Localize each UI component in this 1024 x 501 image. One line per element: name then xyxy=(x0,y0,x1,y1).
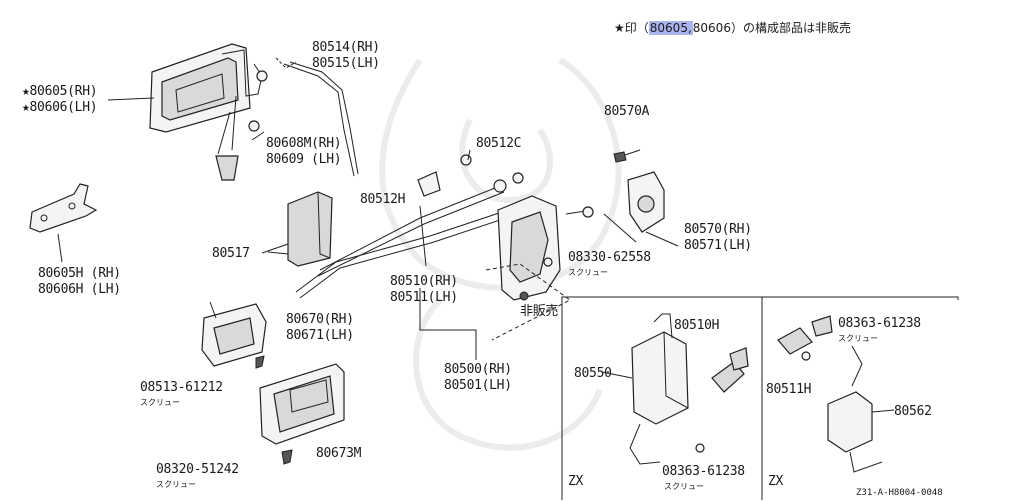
escutcheon-part xyxy=(259,363,345,465)
actuator-80562-part xyxy=(777,315,895,473)
screw-note-08363-left: スクリュー xyxy=(664,482,704,491)
label-80606h-lh: 80606H (LH) xyxy=(38,282,121,297)
screw-note-08330: スクリュー xyxy=(568,268,608,277)
zx-inset-frame xyxy=(561,296,959,500)
label-08363-61238-right: 08363-61238 xyxy=(838,316,921,331)
label-zx-left: ZX xyxy=(568,474,584,489)
label-80512c: 80512C xyxy=(476,136,522,151)
label-80517: 80517 xyxy=(212,246,250,261)
label-80571-lh: 80571(LH) xyxy=(684,238,752,253)
note-highlighted-part-number: 80605, xyxy=(648,21,693,35)
label-80605-rh: ★80605(RH) xyxy=(22,84,98,99)
label-non-sale: 非販売 xyxy=(520,304,559,319)
label-80605h-rh: 80605H (RH) xyxy=(38,266,121,281)
label-80515-lh: 80515(LH) xyxy=(312,56,380,71)
door-lock-part xyxy=(497,195,594,301)
label-80608m-rh: 80608M(RH) xyxy=(266,136,342,151)
striker-part xyxy=(613,149,665,233)
door-rods-part xyxy=(295,154,525,299)
diagram-code: Z31-A-H8004-0048 xyxy=(856,488,943,498)
label-80510-rh: 80510(RH) xyxy=(390,274,458,289)
label-80570-rh: 80570(RH) xyxy=(684,222,752,237)
label-08320-51242: 08320-51242 xyxy=(156,462,239,477)
screw-note-08363-right: スクリュー xyxy=(838,334,878,343)
label-80570a: 80570A xyxy=(604,104,650,119)
label-80510h: 80510H xyxy=(674,318,720,333)
label-08513-61212: 08513-61212 xyxy=(140,380,223,395)
label-80500-rh: 80500(RH) xyxy=(444,362,512,377)
label-80670-rh: 80670(RH) xyxy=(286,312,354,327)
label-80511-lh: 80511(LH) xyxy=(390,290,458,305)
foam-pad-part xyxy=(267,191,333,267)
rod-80514-part xyxy=(275,57,359,177)
label-80514-rh: 80514(RH) xyxy=(312,40,380,55)
non-sale-note: ★印（80605,80606）の構成部品は非販売 xyxy=(614,20,851,36)
note-star: ★ xyxy=(614,21,625,35)
label-80671-lh: 80671(LH) xyxy=(286,328,354,343)
label-80501-lh: 80501(LH) xyxy=(444,378,512,393)
note-prefix: 印（ xyxy=(624,21,649,35)
label-80609-lh: 80609 (LH) xyxy=(266,152,342,167)
screw-note-08513: スクリュー xyxy=(140,398,180,407)
screw-note-08320: スクリュー xyxy=(156,480,196,489)
label-80511h: 80511H xyxy=(766,382,812,397)
label-80673m: 80673M xyxy=(316,446,362,461)
outside-handle-part xyxy=(149,43,268,181)
note-rest: 80606）の構成部品は非販売 xyxy=(692,21,851,35)
label-80606-lh: ★80606(LH) xyxy=(22,100,98,115)
label-80512h: 80512H xyxy=(360,192,406,207)
bracket-80605h-part xyxy=(29,183,98,263)
label-08330-62558: 08330-62558 xyxy=(568,250,651,265)
label-zx-right: ZX xyxy=(768,474,784,489)
leader-lines xyxy=(107,97,679,360)
inside-handle-part xyxy=(201,301,267,369)
label-08363-61238-left: 08363-61238 xyxy=(662,464,745,479)
label-80562: 80562 xyxy=(894,404,932,419)
actuator-80550-part xyxy=(601,313,749,465)
label-80550: 80550 xyxy=(574,366,612,381)
